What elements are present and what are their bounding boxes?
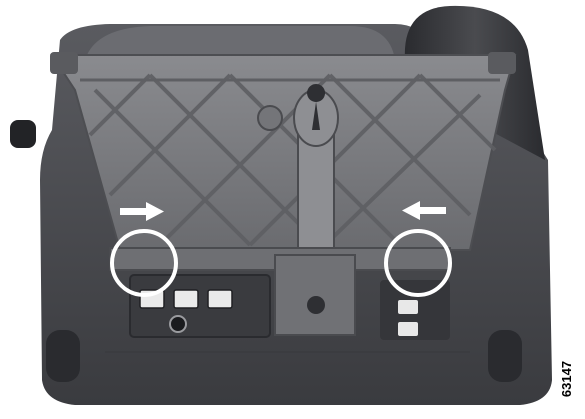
handset-jacks	[398, 300, 418, 336]
screw-boss	[257, 105, 283, 131]
bracket-keyhole	[307, 296, 325, 314]
foot-right	[488, 330, 522, 382]
hinge-right	[488, 52, 516, 74]
figure-number: 63147	[559, 360, 574, 398]
foot-left	[46, 330, 80, 382]
keyhole	[307, 84, 326, 130]
circle-highlight	[384, 229, 452, 297]
foot-stand	[50, 54, 517, 251]
right-arrow-icon	[402, 201, 446, 220]
power-port	[169, 315, 187, 333]
port-bay	[129, 274, 271, 338]
center-bracket	[274, 254, 356, 336]
side-button	[10, 120, 36, 148]
left-arrow-icon	[120, 202, 164, 221]
phone-top-edge	[85, 26, 395, 60]
hinge-left	[50, 52, 78, 74]
circle-highlight	[110, 229, 178, 297]
